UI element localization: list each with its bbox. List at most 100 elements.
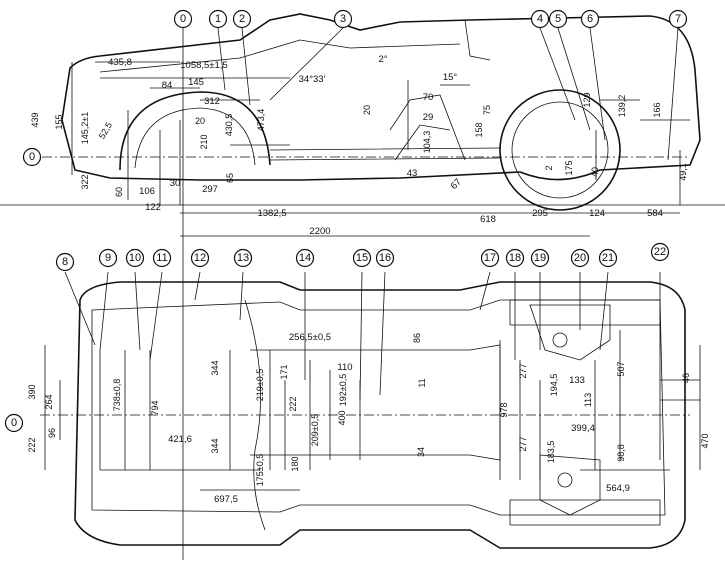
svg-text:7: 7	[675, 13, 681, 25]
dim-label: 129	[582, 92, 592, 107]
dim-label: 122	[145, 202, 161, 213]
dim-label: 2200	[309, 226, 330, 237]
dim-label: 30	[170, 178, 181, 189]
leader-lines-top	[182, 27, 679, 560]
callout-marker: 4	[530, 9, 550, 29]
plan-view-front-panel	[244, 299, 266, 531]
rear-mount-hole-top	[552, 332, 568, 348]
plan-view-dim-lines	[44, 330, 701, 491]
front-wheel-arch	[119, 91, 271, 171]
side-view-sill	[269, 147, 501, 161]
callout-marker: 13	[233, 248, 253, 268]
svg-text:5: 5	[555, 13, 561, 25]
dim-label: 34°33'	[299, 74, 326, 85]
dim-label: 145	[188, 77, 204, 88]
dim-label: 344	[210, 438, 220, 453]
dim-label: 507	[616, 361, 626, 376]
dim-label: 344	[210, 360, 220, 375]
callout-marker: 19	[530, 248, 550, 268]
dim-label: 473,4	[256, 109, 266, 132]
callout-marker: 17	[480, 248, 500, 268]
dim-label: 34	[416, 447, 426, 457]
callout-marker: 22	[650, 242, 670, 262]
svg-text:9: 9	[105, 252, 111, 264]
plan-view	[40, 271, 701, 549]
rear-wheel-inner	[511, 101, 609, 199]
plan-view-rear-mount-top	[529, 304, 611, 361]
dim-label: 978	[499, 402, 509, 417]
dim-label: 697,5	[214, 494, 238, 505]
callout-marker: 20	[570, 248, 590, 268]
callout-marker: 9	[98, 248, 118, 268]
dim-label: 113	[583, 393, 593, 407]
dim-label: 40	[590, 167, 600, 177]
svg-text:20: 20	[574, 252, 586, 264]
dim-label: 106	[139, 186, 155, 197]
dim-label: 222	[27, 437, 37, 452]
dim-label: 738±0,8	[112, 379, 122, 411]
svg-text:22: 22	[654, 246, 666, 258]
rear-mount-hole-bottom	[557, 472, 573, 488]
dim-label: 43	[407, 168, 418, 179]
dim-label: 29	[423, 112, 434, 123]
dim-label: 322	[80, 174, 90, 189]
dim-label: 98,8	[616, 444, 626, 462]
side-view	[0, 13, 725, 560]
side-view-inner-roof	[99, 39, 461, 73]
callout-marker: 14	[295, 248, 315, 268]
dim-label: 209±0,5	[310, 414, 320, 446]
callout-marker: 11	[152, 248, 172, 268]
callout-marker: 6	[580, 9, 600, 29]
svg-text:21: 21	[602, 252, 614, 264]
callout-marker: 0	[4, 413, 24, 433]
dim-label: 11	[417, 378, 427, 387]
dim-label: 390	[27, 384, 37, 399]
callout-marker: 0	[22, 147, 42, 167]
side-view-dim-ticks	[71, 61, 690, 205]
dim-label: 20	[362, 105, 372, 115]
dim-label: 96	[47, 428, 57, 438]
svg-text:2: 2	[239, 13, 245, 25]
svg-text:14: 14	[299, 252, 311, 264]
dim-label: 104,3	[422, 131, 432, 154]
dim-label: 145,2±1	[80, 112, 90, 144]
dim-label: 192±0,5	[338, 374, 348, 406]
dim-label: 175	[564, 160, 574, 175]
callout-marker: 1	[208, 9, 228, 29]
dim-label: 277	[518, 363, 528, 378]
svg-text:4: 4	[537, 13, 543, 25]
svg-text:10: 10	[129, 252, 141, 264]
dim-label: 264	[44, 394, 54, 409]
dim-label: 222	[288, 396, 298, 411]
callout-marker: 2	[232, 9, 252, 29]
dim-label: 155	[54, 114, 64, 129]
dim-label: 86	[412, 333, 422, 343]
dim-label: 256,5±0,5	[289, 332, 331, 343]
dim-label: 210	[199, 134, 209, 149]
svg-text:19: 19	[534, 252, 546, 264]
dim-label: 435,8	[108, 57, 132, 68]
dim-label: 20	[195, 116, 205, 126]
callout-marker: 0	[173, 9, 193, 29]
dim-label: 470	[700, 433, 710, 448]
callout-marker: 12	[190, 248, 210, 268]
dim-label: 400	[337, 410, 347, 425]
dim-label: 124	[589, 208, 605, 219]
dim-label: 139,2	[617, 95, 627, 118]
dim-label: 295	[532, 208, 548, 219]
dim-label: 183,5	[546, 441, 556, 464]
svg-text:12: 12	[194, 252, 206, 264]
svg-text:0: 0	[180, 13, 186, 25]
svg-text:0: 0	[29, 151, 35, 163]
dim-label: 2	[544, 165, 554, 170]
dim-label: 312	[204, 96, 220, 107]
front-wheel-arch-inner	[134, 107, 256, 169]
dim-label: 70	[423, 92, 434, 103]
callout-marker: 16	[375, 248, 395, 268]
dim-label: 110	[337, 362, 352, 373]
svg-text:18: 18	[509, 252, 521, 264]
dim-label: 439	[30, 112, 40, 127]
svg-text:8: 8	[62, 256, 68, 268]
dim-label: 133	[569, 375, 585, 386]
